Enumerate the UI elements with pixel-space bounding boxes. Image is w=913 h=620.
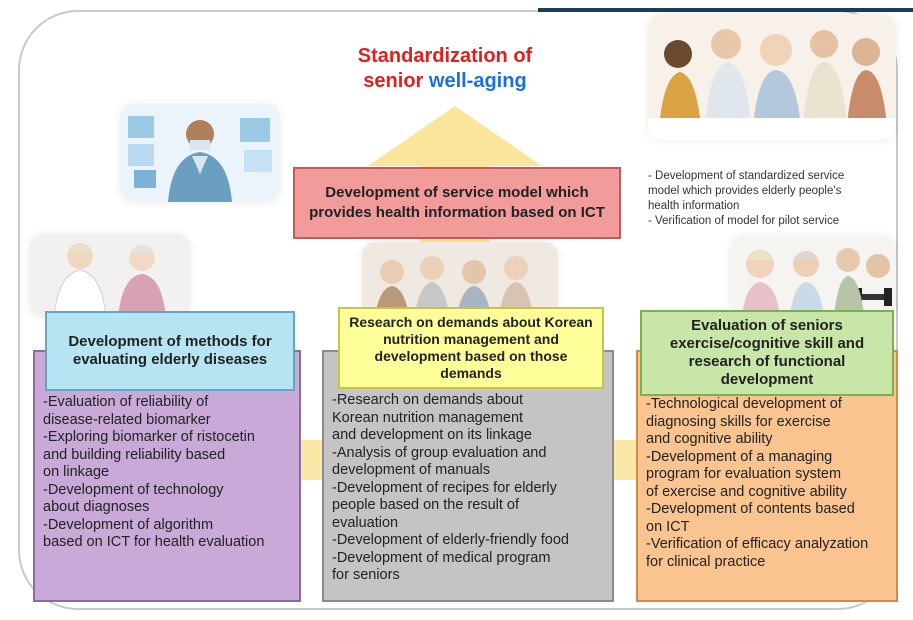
side-note-1: - Development of standardized service mo… bbox=[648, 170, 845, 212]
column-3-heading: Evaluation of seniors exercise/cognitive… bbox=[669, 317, 865, 388]
column-3-heading-box: Evaluation of seniors exercise/cognitive… bbox=[640, 310, 894, 396]
column-3-item: -Verification of efficacy analyzation fo… bbox=[646, 536, 869, 570]
column-2-item: -Development of medical program for seni… bbox=[332, 549, 551, 584]
rounded-frame bbox=[18, 10, 898, 610]
column-3-item: -Technological development of diagnosing… bbox=[646, 396, 842, 447]
seniors-meal-photo bbox=[648, 14, 896, 140]
up-arrow-head bbox=[368, 106, 542, 166]
title-word-well-aging: well-aging bbox=[428, 70, 527, 92]
column-1-heading: Development of methods for evaluating el… bbox=[68, 333, 272, 368]
side-note-2: - Verification of model for pilot servic… bbox=[648, 215, 840, 227]
column-3-item: -Development of contents based on ICT bbox=[646, 501, 855, 535]
column-2-item: -Development of elderly-friendly food bbox=[332, 532, 569, 548]
side-notes: - Development of standardized service mo… bbox=[648, 169, 908, 229]
title-word-senior: senior bbox=[363, 70, 424, 92]
column-2-item: -Development of recipes for elderly peop… bbox=[332, 479, 557, 531]
column-1-item: -Exploring biomarker of ristocetin and b… bbox=[43, 429, 255, 480]
column-2-item: -Analysis of group evaluation and develo… bbox=[332, 444, 547, 479]
column-1-heading-box: Development of methods for evaluating el… bbox=[45, 311, 295, 391]
column-1-item: -Development of technology about diagnos… bbox=[43, 481, 224, 516]
column-1-item: -Evaluation of reliability of disease-re… bbox=[43, 394, 211, 428]
seniors-exercise-photo bbox=[730, 236, 896, 316]
diagram-title: Standardization of senior well-aging bbox=[330, 44, 560, 94]
column-2-body: -Research on demands about Korean nutrit… bbox=[322, 350, 614, 602]
column-1-item: -Development of algorithm based on ICT f… bbox=[43, 516, 265, 551]
service-model-box: Development of service model which provi… bbox=[293, 167, 621, 239]
service-model-text: Development of service model which provi… bbox=[309, 184, 605, 221]
title-line-1: Standardization of bbox=[357, 45, 533, 67]
column-2-item: -Research on demands about Korean nutrit… bbox=[332, 392, 532, 443]
doctor-tablet-photo bbox=[120, 104, 280, 202]
column-3-item: -Development of a managing program for e… bbox=[646, 448, 847, 500]
top-rule bbox=[538, 8, 913, 12]
column-2-heading-box: Research on demands about Korean nutriti… bbox=[338, 307, 604, 389]
column-1-body: -Evaluation of reliability of disease-re… bbox=[33, 350, 301, 602]
doctor-patient-photo bbox=[30, 234, 190, 318]
column-2-heading: Research on demands about Korean nutriti… bbox=[349, 314, 593, 381]
